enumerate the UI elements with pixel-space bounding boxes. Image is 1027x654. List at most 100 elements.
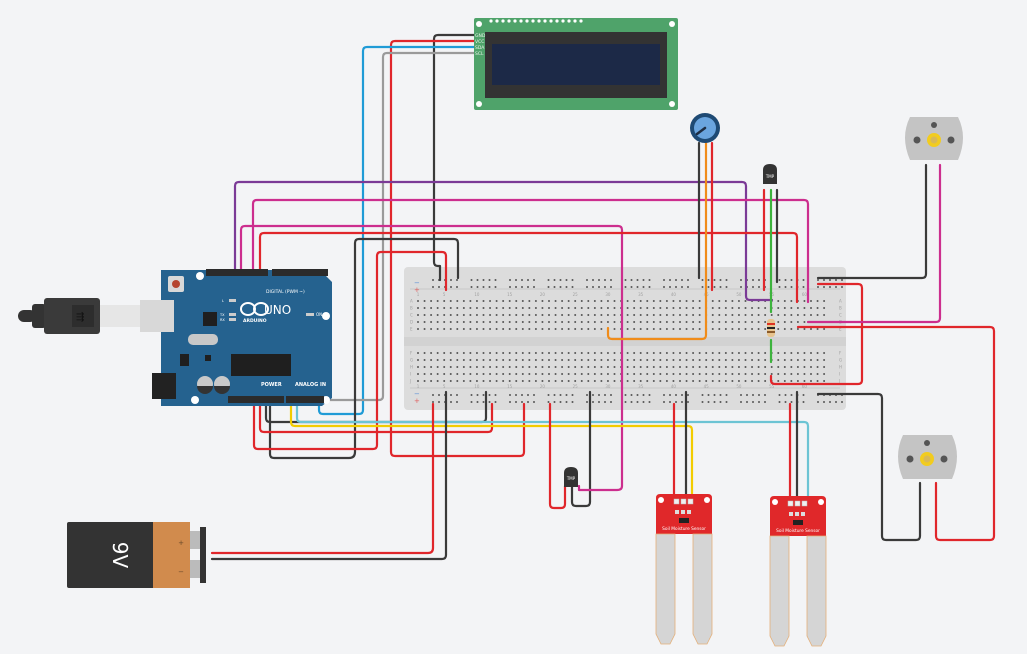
battery-plus: + bbox=[178, 539, 184, 547]
atmega-chip bbox=[231, 354, 291, 376]
wire-lcd-gnd[interactable] bbox=[432, 33, 476, 282]
led-label-l: L bbox=[222, 299, 224, 303]
rail-minus-label-bottom: − bbox=[414, 390, 420, 398]
wire-black-motor2[interactable] bbox=[816, 392, 922, 542]
row-label: H bbox=[410, 365, 413, 370]
led-label-rx: RX bbox=[220, 318, 225, 322]
row-label: C bbox=[410, 313, 413, 318]
soil-moisture-sensor-2[interactable]: Soil Moisture Sensor bbox=[769, 496, 827, 647]
wire-magenta-motor1[interactable] bbox=[806, 163, 942, 324]
digital-header-right bbox=[272, 269, 328, 276]
column-label: 40 bbox=[671, 384, 677, 389]
column-label: 30 bbox=[605, 292, 611, 297]
rail-minus-label: − bbox=[414, 279, 420, 287]
breadboard-holes bbox=[417, 279, 843, 403]
row-label: G bbox=[410, 358, 413, 363]
wire-orange-pot[interactable] bbox=[606, 141, 708, 341]
usb-icon: ⇶ bbox=[76, 311, 84, 323]
row-label: A bbox=[839, 299, 842, 304]
usb-cable[interactable]: ⇶ bbox=[18, 298, 142, 334]
column-label: 1 bbox=[417, 292, 420, 297]
wire-red-5v-2[interactable] bbox=[258, 398, 494, 434]
column-label: 60 bbox=[802, 292, 808, 297]
wire-black-gnd-loop[interactable] bbox=[268, 237, 460, 460]
column-label: 55 bbox=[769, 384, 775, 389]
wire-cyan-a1[interactable] bbox=[295, 398, 810, 502]
row-label: F bbox=[839, 351, 842, 356]
wire-yellow-a0[interactable] bbox=[289, 398, 694, 500]
on-led-label: ON bbox=[316, 312, 322, 317]
column-label: 25 bbox=[573, 384, 579, 389]
wire-red-d10[interactable] bbox=[258, 231, 799, 304]
dc-motor-1[interactable] bbox=[905, 117, 963, 160]
soil-sensor-label: Soil Moisture Sensor bbox=[776, 528, 820, 534]
digital-header-left bbox=[206, 269, 268, 276]
wire-red-5v-loop[interactable] bbox=[252, 250, 448, 451]
power-jack bbox=[152, 373, 176, 399]
column-label: 20 bbox=[540, 292, 546, 297]
column-label: 10 bbox=[474, 384, 480, 389]
rail-plus-label-bottom: + bbox=[414, 397, 420, 405]
wire-lcd-vcc[interactable] bbox=[389, 39, 526, 458]
column-label: 15 bbox=[507, 384, 513, 389]
potentiometer[interactable] bbox=[690, 113, 720, 143]
row-label: I bbox=[839, 372, 840, 377]
wire-black-battery[interactable] bbox=[210, 390, 448, 561]
column-label: 60 bbox=[802, 384, 808, 389]
lcd-pin-sda: SDA bbox=[475, 45, 485, 51]
board-brand: ARDUINO bbox=[243, 318, 267, 324]
column-label: 35 bbox=[638, 292, 644, 297]
lcd-pin-scl: SCL bbox=[475, 51, 484, 57]
row-label: D bbox=[410, 320, 413, 325]
row-label: B bbox=[410, 306, 413, 311]
wires bbox=[210, 33, 996, 561]
column-label: 45 bbox=[704, 384, 710, 389]
wire-lcd-sda[interactable] bbox=[317, 45, 476, 416]
soil-moisture-sensor-1[interactable]: Soil Moisture Sensor bbox=[655, 494, 713, 645]
lcd-display[interactable]: GND VCC SDA SCL bbox=[474, 18, 678, 110]
wire-purple-d13[interactable] bbox=[233, 180, 774, 302]
power-label: POWER bbox=[261, 382, 282, 388]
wire-magenta-d11[interactable] bbox=[239, 224, 624, 454]
temperature-sensor-2[interactable]: TMP bbox=[564, 467, 578, 487]
column-label: 40 bbox=[671, 292, 677, 297]
column-label: 25 bbox=[573, 292, 579, 297]
wire-red-resistor-gnd[interactable] bbox=[769, 282, 864, 386]
column-label: 10 bbox=[474, 292, 480, 297]
wire-black-motor1[interactable] bbox=[816, 163, 928, 280]
column-label: 50 bbox=[736, 384, 742, 389]
wire-magenta-tmp2-out[interactable] bbox=[577, 450, 624, 492]
lcd-header-pins bbox=[489, 19, 583, 23]
row-label: C bbox=[839, 313, 842, 318]
row-label: J bbox=[838, 379, 840, 384]
resistor[interactable] bbox=[767, 319, 775, 337]
wire-red-tmp2[interactable] bbox=[548, 402, 567, 510]
column-label: 5 bbox=[443, 384, 446, 389]
battery-9v[interactable]: 9V + − bbox=[67, 522, 206, 588]
lcd-screen bbox=[492, 44, 660, 85]
row-label: H bbox=[839, 365, 842, 370]
wire-red-battery[interactable] bbox=[210, 402, 435, 555]
row-label: I bbox=[410, 372, 411, 377]
column-label: 1 bbox=[417, 384, 420, 389]
row-label: J bbox=[409, 379, 411, 384]
soil-sensor-label: Soil Moisture Sensor bbox=[662, 526, 706, 532]
wire-black-tmp2[interactable] bbox=[570, 390, 592, 508]
battery-label: 9V bbox=[108, 542, 132, 569]
analog-header bbox=[286, 396, 324, 403]
wire-magenta-d12[interactable] bbox=[251, 198, 810, 304]
dc-motor-2[interactable] bbox=[898, 435, 957, 479]
wire-red-motor2[interactable] bbox=[796, 325, 996, 542]
column-label: 5 bbox=[443, 292, 446, 297]
board-model: UNO bbox=[264, 303, 291, 317]
digital-label: DIGITAL (PWM ~) bbox=[266, 289, 305, 295]
column-label: 20 bbox=[540, 384, 546, 389]
row-label: A bbox=[410, 299, 413, 304]
led-label-tx: TX bbox=[219, 313, 225, 317]
power-header bbox=[228, 396, 284, 403]
temperature-sensor-1[interactable]: TMP bbox=[763, 164, 777, 184]
arduino-uno-board[interactable]: UNO ARDUINO DIGITAL (PWM ~) POWER ANALOG… bbox=[140, 269, 332, 406]
rail-plus-label: + bbox=[414, 286, 420, 294]
column-label: 30 bbox=[605, 384, 611, 389]
